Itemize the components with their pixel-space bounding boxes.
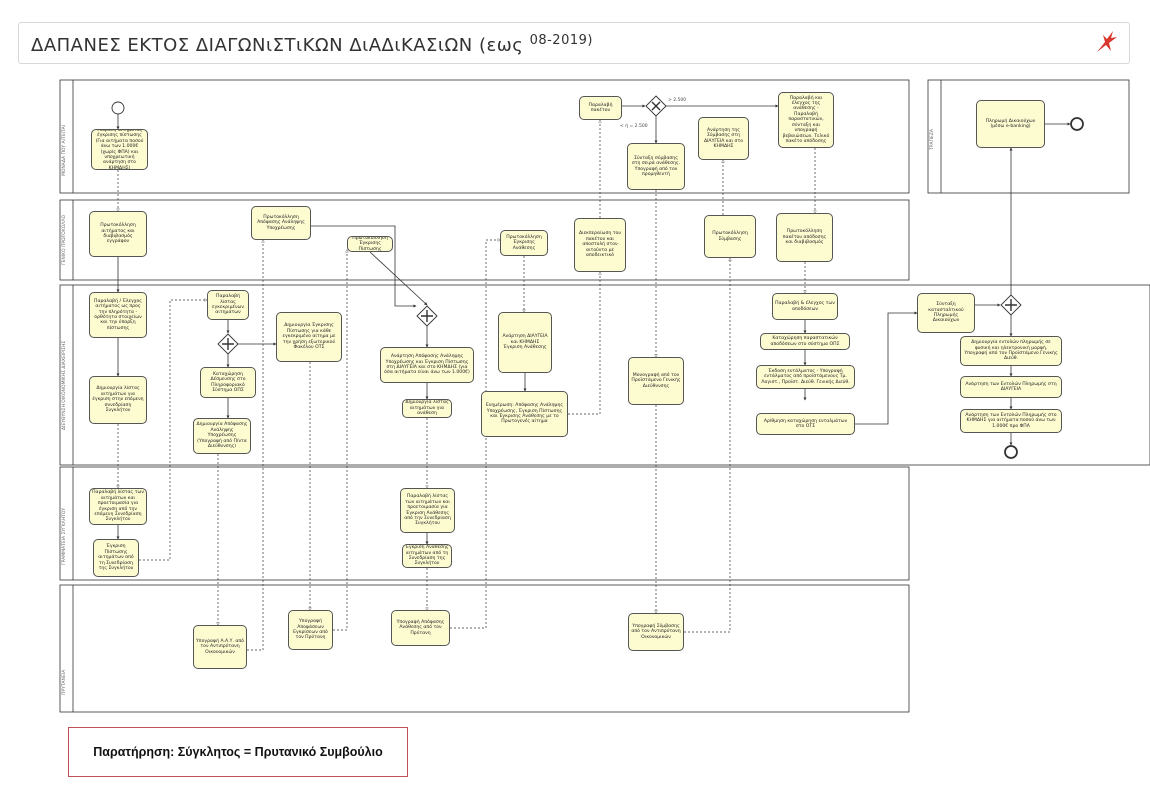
task-sign-contract[interactable]: Υπογραφή Σύμβασης από τον Αντιπρύτανη Οι… xyxy=(628,613,684,651)
task-publish-orders-diavgeia[interactable]: Ανάρτηση των Εντολών Πληρωμής στη ΔΙΑΥΓΕ… xyxy=(960,376,1062,398)
task-record-commitment[interactable]: Καταχώρηση Δέσμευσης στο Πληροφοριακό Σύ… xyxy=(200,367,256,398)
task-publish-diavgeia-kimdis[interactable]: Ανάρτηση Απόφασης Ανάληψης Υποχρέωσης κα… xyxy=(380,347,474,383)
message-flows xyxy=(118,120,815,651)
task-protocol-assignment-approval[interactable]: Πρωτοκόλληση Έγκρισης Ανάθεσης xyxy=(500,230,548,256)
task-protocol-delivery-package[interactable]: Πρωτοκόλληση πακέτου απόδοσης και διαβιβ… xyxy=(776,213,833,262)
lane-senate-secretariat xyxy=(59,466,910,581)
task-dispatch-package[interactable]: Διεκπεραίωση του πακέτου και αποστολή στ… xyxy=(574,218,626,272)
task-create-commitment-decision[interactable]: Δημιουργία Απόφασης Ανάληψης Υποχρέωσης … xyxy=(193,418,251,454)
lane-label-financial-management: ΔΙΕΥΘΥΝΣΗ ΟΙΚΟΝΟΜΙΚΗΣ ΔΙΑΧΕΙΡΙΣΗΣ xyxy=(62,340,67,430)
task-number-payment-orders[interactable]: Αρίθμηση καταχώρηση ενταλμάτων στο ΟΤΣ xyxy=(756,413,855,435)
task-protocol-contract[interactable]: Πρωτοκόλληση Σύμβασης xyxy=(704,215,756,258)
task-senate-prepare-assignment[interactable]: Παραλαβή λίστας των αιτημάτων και προετο… xyxy=(400,488,455,533)
deer-logo-icon xyxy=(1097,31,1117,52)
lane-financial-management xyxy=(59,284,1150,466)
task-update-primary-request[interactable]: Ενημέρωση: Απόφασης Ανάληψης Υποχρέωσης,… xyxy=(481,391,568,437)
task-senate-approve-credit[interactable]: Έγκριση Πίστωσης αιτημάτων από τη Συνεδρ… xyxy=(93,539,139,577)
page-header: ΔΑΠΑΝΕΣ ΕΚΤΟΣ ΔΙΑΓΩΝιΣΤιΚΩΝ ΔιΑΔιΚΑΣιΩΝ … xyxy=(18,22,1130,64)
note-text: Παρατήρηση: Σύγκλητος = Πρυτανικό Συμβού… xyxy=(93,745,383,759)
task-senate-approve-assignment[interactable]: Έγκριση Ανάθεσης αιτημάτων από τη Συνεδρ… xyxy=(402,544,452,568)
lane-label-rectorate: ΠΡΥΤΑΝΕΙΑ xyxy=(62,669,67,695)
lane-bank xyxy=(927,79,1130,194)
task-receive-approved-list[interactable]: Παραλαβή λίστας εγκεκριμένων αιτημάτων xyxy=(207,290,249,320)
task-protocol-credit-approval[interactable]: Πρωτοκόλληση Έγκρισης Πίστωσης xyxy=(347,236,393,252)
main-pool xyxy=(59,79,1150,713)
task-senate-prepare-credit[interactable]: Παραλαβή λίστας των αιτημάτων και προετο… xyxy=(89,488,147,525)
task-create-credit-approval[interactable]: Δημιουργία Έγκρισης Πίστωσης για κάθε εγ… xyxy=(276,312,342,362)
task-receive-check-deliveries[interactable]: Παραλαβή & έλεγχος των αποδόσεων xyxy=(772,293,838,320)
lane-label-requesting-unit: ΜΟΝΑΔΑ ΠΟΥ ΑΙΤΕΙΤΑΙ xyxy=(62,124,67,176)
end-event-bank xyxy=(1070,117,1084,131)
task-receive-package[interactable]: Παραλαβή πακέτου xyxy=(579,96,622,120)
lane-label-general-protocol: ΓΕΝΙΚΟ ΠΡΩΤΟΚΟΛΛΟ xyxy=(62,215,67,265)
task-submit-request[interactable]: Υποβολή αιτήματος έγκρισης πίστωσης (Για… xyxy=(91,129,148,170)
end-event-finance xyxy=(1004,445,1018,459)
lane-requesting-unit xyxy=(59,79,910,194)
lane-label-bank: ΤΡΑΠΕΖΑ xyxy=(930,129,935,150)
task-receive-check-deliverables[interactable]: Παραλαβή και έλεγχος της ανάθεσης - Παρα… xyxy=(778,92,834,148)
gateway-parallel-3 xyxy=(1000,294,1022,316)
lane-general-protocol xyxy=(59,199,910,281)
task-initial-by-director[interactable]: Μονογραφή από τον Προϊστάμενο Γενικής Δι… xyxy=(628,357,684,405)
task-sign-aay[interactable]: Υπογραφή Α.Α.Υ. από τον Αντιπρύτανη Οικο… xyxy=(193,625,247,669)
task-publish-orders-kimdis[interactable]: Ανάρτηση των Εντολών Πληρωμής στο ΚΗΜΔΗΣ… xyxy=(960,409,1062,433)
task-record-delivery-documents[interactable]: Καταχώρηση παραστατικών αποδόσεων στο σύ… xyxy=(760,333,850,350)
task-protocol-commitment-decision[interactable]: Πρωτοκόλληση Απόφασης Ανάληψης Υποχρέωση… xyxy=(251,206,311,240)
task-draft-contract[interactable]: Σύνταξη σύμβασης στη σειρά ανάθεσης. Υπο… xyxy=(627,143,685,190)
task-create-approval-list[interactable]: Δημιουργία λίστας αιτημάτων για έγκριση … xyxy=(89,376,147,424)
lane-rectorate xyxy=(59,584,910,713)
gateway-parallel-2 xyxy=(416,305,438,327)
condition-gt-2500: > 2.500 xyxy=(668,98,687,103)
lane-label-senate-secretariat: ΓΡΑΜΜΑΤΕΙΑ ΣΥΓΚΛΗΤΟΥ xyxy=(62,507,67,565)
title-period: 08-2019) xyxy=(529,33,593,48)
task-draft-payment-statement[interactable]: Σύνταξη κατασταλτικού Πληρωμής Δικαιούχω… xyxy=(917,293,975,333)
task-protocol-request[interactable]: Πρωτοκόλληση αιτήματος και διαβιβασμός ε… xyxy=(89,211,147,257)
sequence-flows xyxy=(116,104,1071,545)
page-title: ΔΑΠΑΝΕΣ ΕΚΤΟΣ ΔΙΑΓΩΝιΣΤιΚΩΝ ΔιΑΔιΚΑΣιΩΝ … xyxy=(31,33,593,56)
gateway-exclusive xyxy=(645,95,667,117)
task-sign-assignment-rector[interactable]: Υπογραφή Απόφασης Ανάθεσης από τον Πρύτα… xyxy=(391,610,450,646)
condition-le-2500: < ή = 2.500 xyxy=(620,124,648,129)
task-check-request[interactable]: Παραλαβή / Έλεγχος αιτήματος ως προς την… xyxy=(89,292,147,338)
task-create-assignment-list[interactable]: Δημιουργία λίστας αιτημάτων για ανάθεση xyxy=(402,399,452,418)
task-issue-payment-order[interactable]: Έκδοση εντάλματος - Υπογραφή εντάλματος … xyxy=(756,365,855,389)
task-create-payment-orders[interactable]: Δημιουργία εντολών πληρωμής σε φυσική κα… xyxy=(960,336,1062,366)
gateway-parallel-1 xyxy=(217,333,239,355)
task-sign-approvals-rector[interactable]: Υπογραφή Αποφάσεων Εγκρίσεων από τον Πρύ… xyxy=(288,610,333,650)
note-box: Παρατήρηση: Σύγκλητος = Πρυτανικό Συμβού… xyxy=(68,727,408,777)
task-publish-contract[interactable]: Ανάρτηση της Σύμβασης στη ΔΙΑΥΓΕΙΑ και σ… xyxy=(698,117,749,160)
start-event xyxy=(111,101,125,115)
task-publish-assignment-approval[interactable]: Ανάρτηση ΔΙΑΥΓΕΙΑ και ΚΗΜΔΗΣ Έγκριση Ανά… xyxy=(498,312,552,373)
task-pay-beneficiaries[interactable]: Πληρωμή Δικαιούχων (μέσω e-banking) xyxy=(976,100,1045,148)
